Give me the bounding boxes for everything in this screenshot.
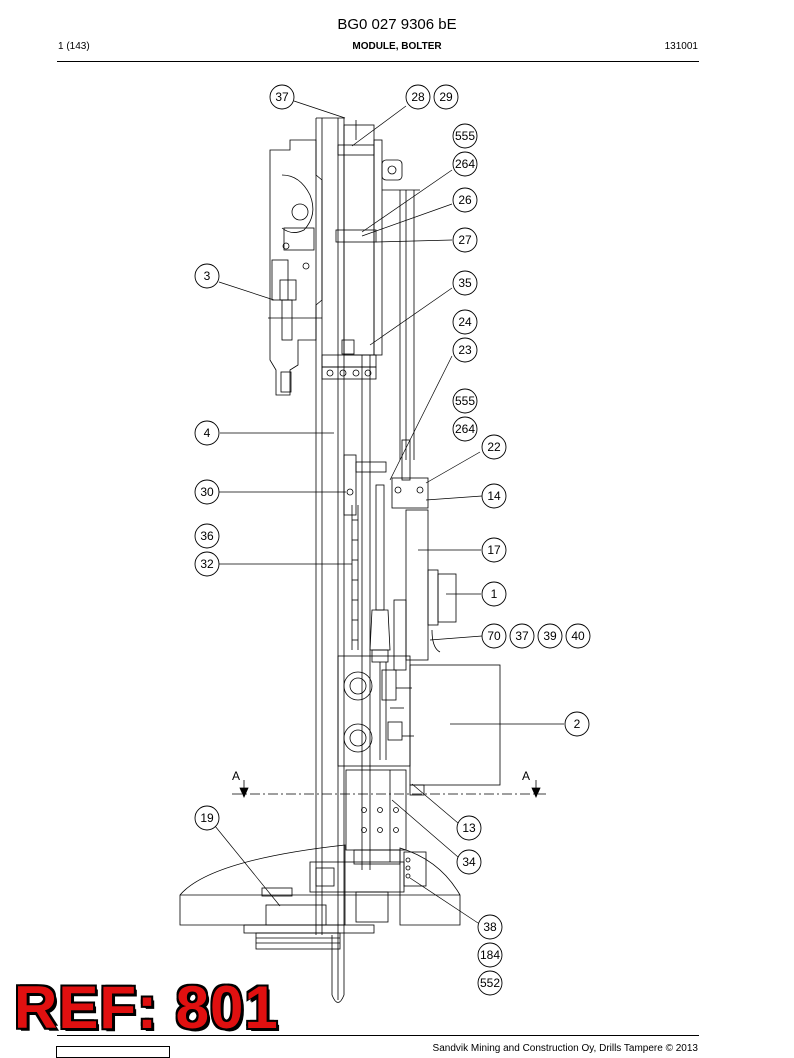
callout-label: 32 (200, 557, 214, 571)
document-code: 131001 (664, 41, 698, 52)
callout-label: 264 (455, 422, 475, 436)
callout-label: 22 (487, 440, 501, 454)
section-title: MODULE, BOLTER (352, 41, 442, 52)
callout-label: 34 (462, 855, 476, 869)
callout-label: 555 (455, 394, 475, 408)
callout-label: 4 (204, 426, 211, 440)
callout-label: 23 (458, 343, 472, 357)
reference-stamp: REF: 801 (14, 974, 279, 1041)
callout-label: 3 (204, 269, 211, 283)
callout-label: 552 (480, 976, 500, 990)
callout-label: 13 (462, 821, 476, 835)
callout-label: 28 (411, 90, 425, 104)
callout-label: 19 (200, 811, 214, 825)
callout-label: 37 (515, 629, 529, 643)
footer-rule (57, 1035, 699, 1036)
callout-label: 1 (491, 587, 498, 601)
callout-label: 24 (458, 315, 472, 329)
callout-label: 264 (455, 157, 475, 171)
callout-label: 70 (487, 629, 501, 643)
page-number: 1 (143) (58, 41, 90, 52)
callout-label: 17 (487, 543, 501, 557)
callout-label: 27 (458, 233, 472, 247)
callout-label: 36 (200, 529, 214, 543)
section-marker-left: A (232, 769, 240, 783)
callout-label: 30 (200, 485, 214, 499)
callout-label: 37 (275, 90, 289, 104)
callout-label: 35 (458, 276, 472, 290)
callout-label: 555 (455, 129, 475, 143)
callout-label: 38 (483, 920, 497, 934)
section-marker-right: A (522, 769, 530, 783)
callout-label: 26 (458, 193, 472, 207)
callout-label: 184 (480, 948, 500, 962)
callout-label: 40 (571, 629, 585, 643)
document-title: BG0 027 9306 bE (337, 16, 457, 33)
callout-label: 29 (439, 90, 453, 104)
callout-label: 2 (574, 717, 581, 731)
callout-label: 14 (487, 489, 501, 503)
callout-label: 39 (543, 629, 557, 643)
header-rule (57, 61, 699, 62)
copyright-footer: Sandvik Mining and Construction Oy, Dril… (432, 1043, 698, 1054)
company-logo (56, 1046, 170, 1058)
